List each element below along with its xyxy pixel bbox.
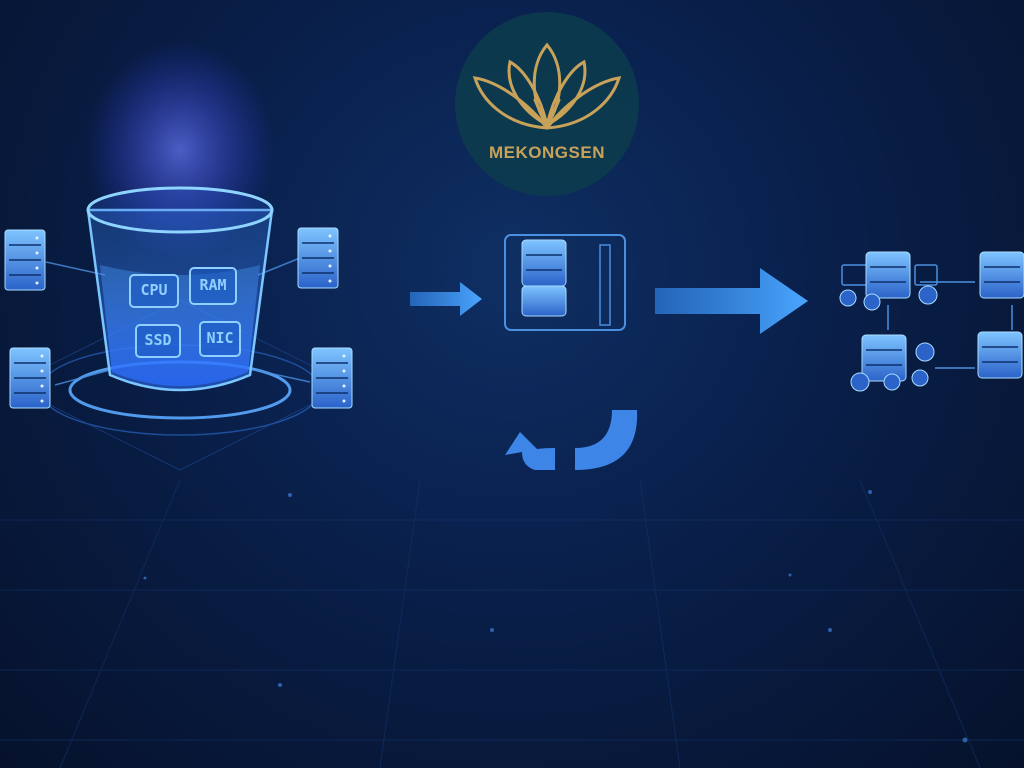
cpu-chip-icon xyxy=(129,274,179,308)
server-rack-icon xyxy=(311,347,353,409)
floor-sparkles xyxy=(143,490,968,743)
server-rack-icon xyxy=(4,229,46,291)
ram-chip-label: RAM xyxy=(199,276,227,294)
server-rack-icon xyxy=(979,251,1024,299)
arrow-right-icon xyxy=(410,282,482,316)
cpu-chip-label: CPU xyxy=(140,281,168,299)
ssd-chip-label: SSD xyxy=(144,331,172,349)
brand-logo xyxy=(455,12,639,196)
node-network-icon xyxy=(839,251,1024,392)
ram-chip-icon xyxy=(189,267,237,305)
arrow-right-icon xyxy=(655,268,808,334)
network-chip-icon xyxy=(199,321,241,357)
cycle-arrows-icon xyxy=(505,410,638,470)
server-rack-icon xyxy=(865,251,911,299)
lotus-icon xyxy=(472,42,622,130)
server-rack-icon xyxy=(977,331,1023,379)
server-rack-icon xyxy=(861,334,907,382)
resource-pool xyxy=(8,40,352,471)
server-rack-icon xyxy=(9,347,51,409)
floor-grid xyxy=(0,479,1024,768)
nic-chip-label: NIC xyxy=(206,329,234,347)
brand-wordmark: MEKONGSEN xyxy=(489,143,605,162)
virtualized-server xyxy=(504,234,626,331)
storage-chip-icon xyxy=(135,324,181,358)
server-rack-icon xyxy=(297,227,339,289)
server-rack-icon xyxy=(521,239,567,287)
